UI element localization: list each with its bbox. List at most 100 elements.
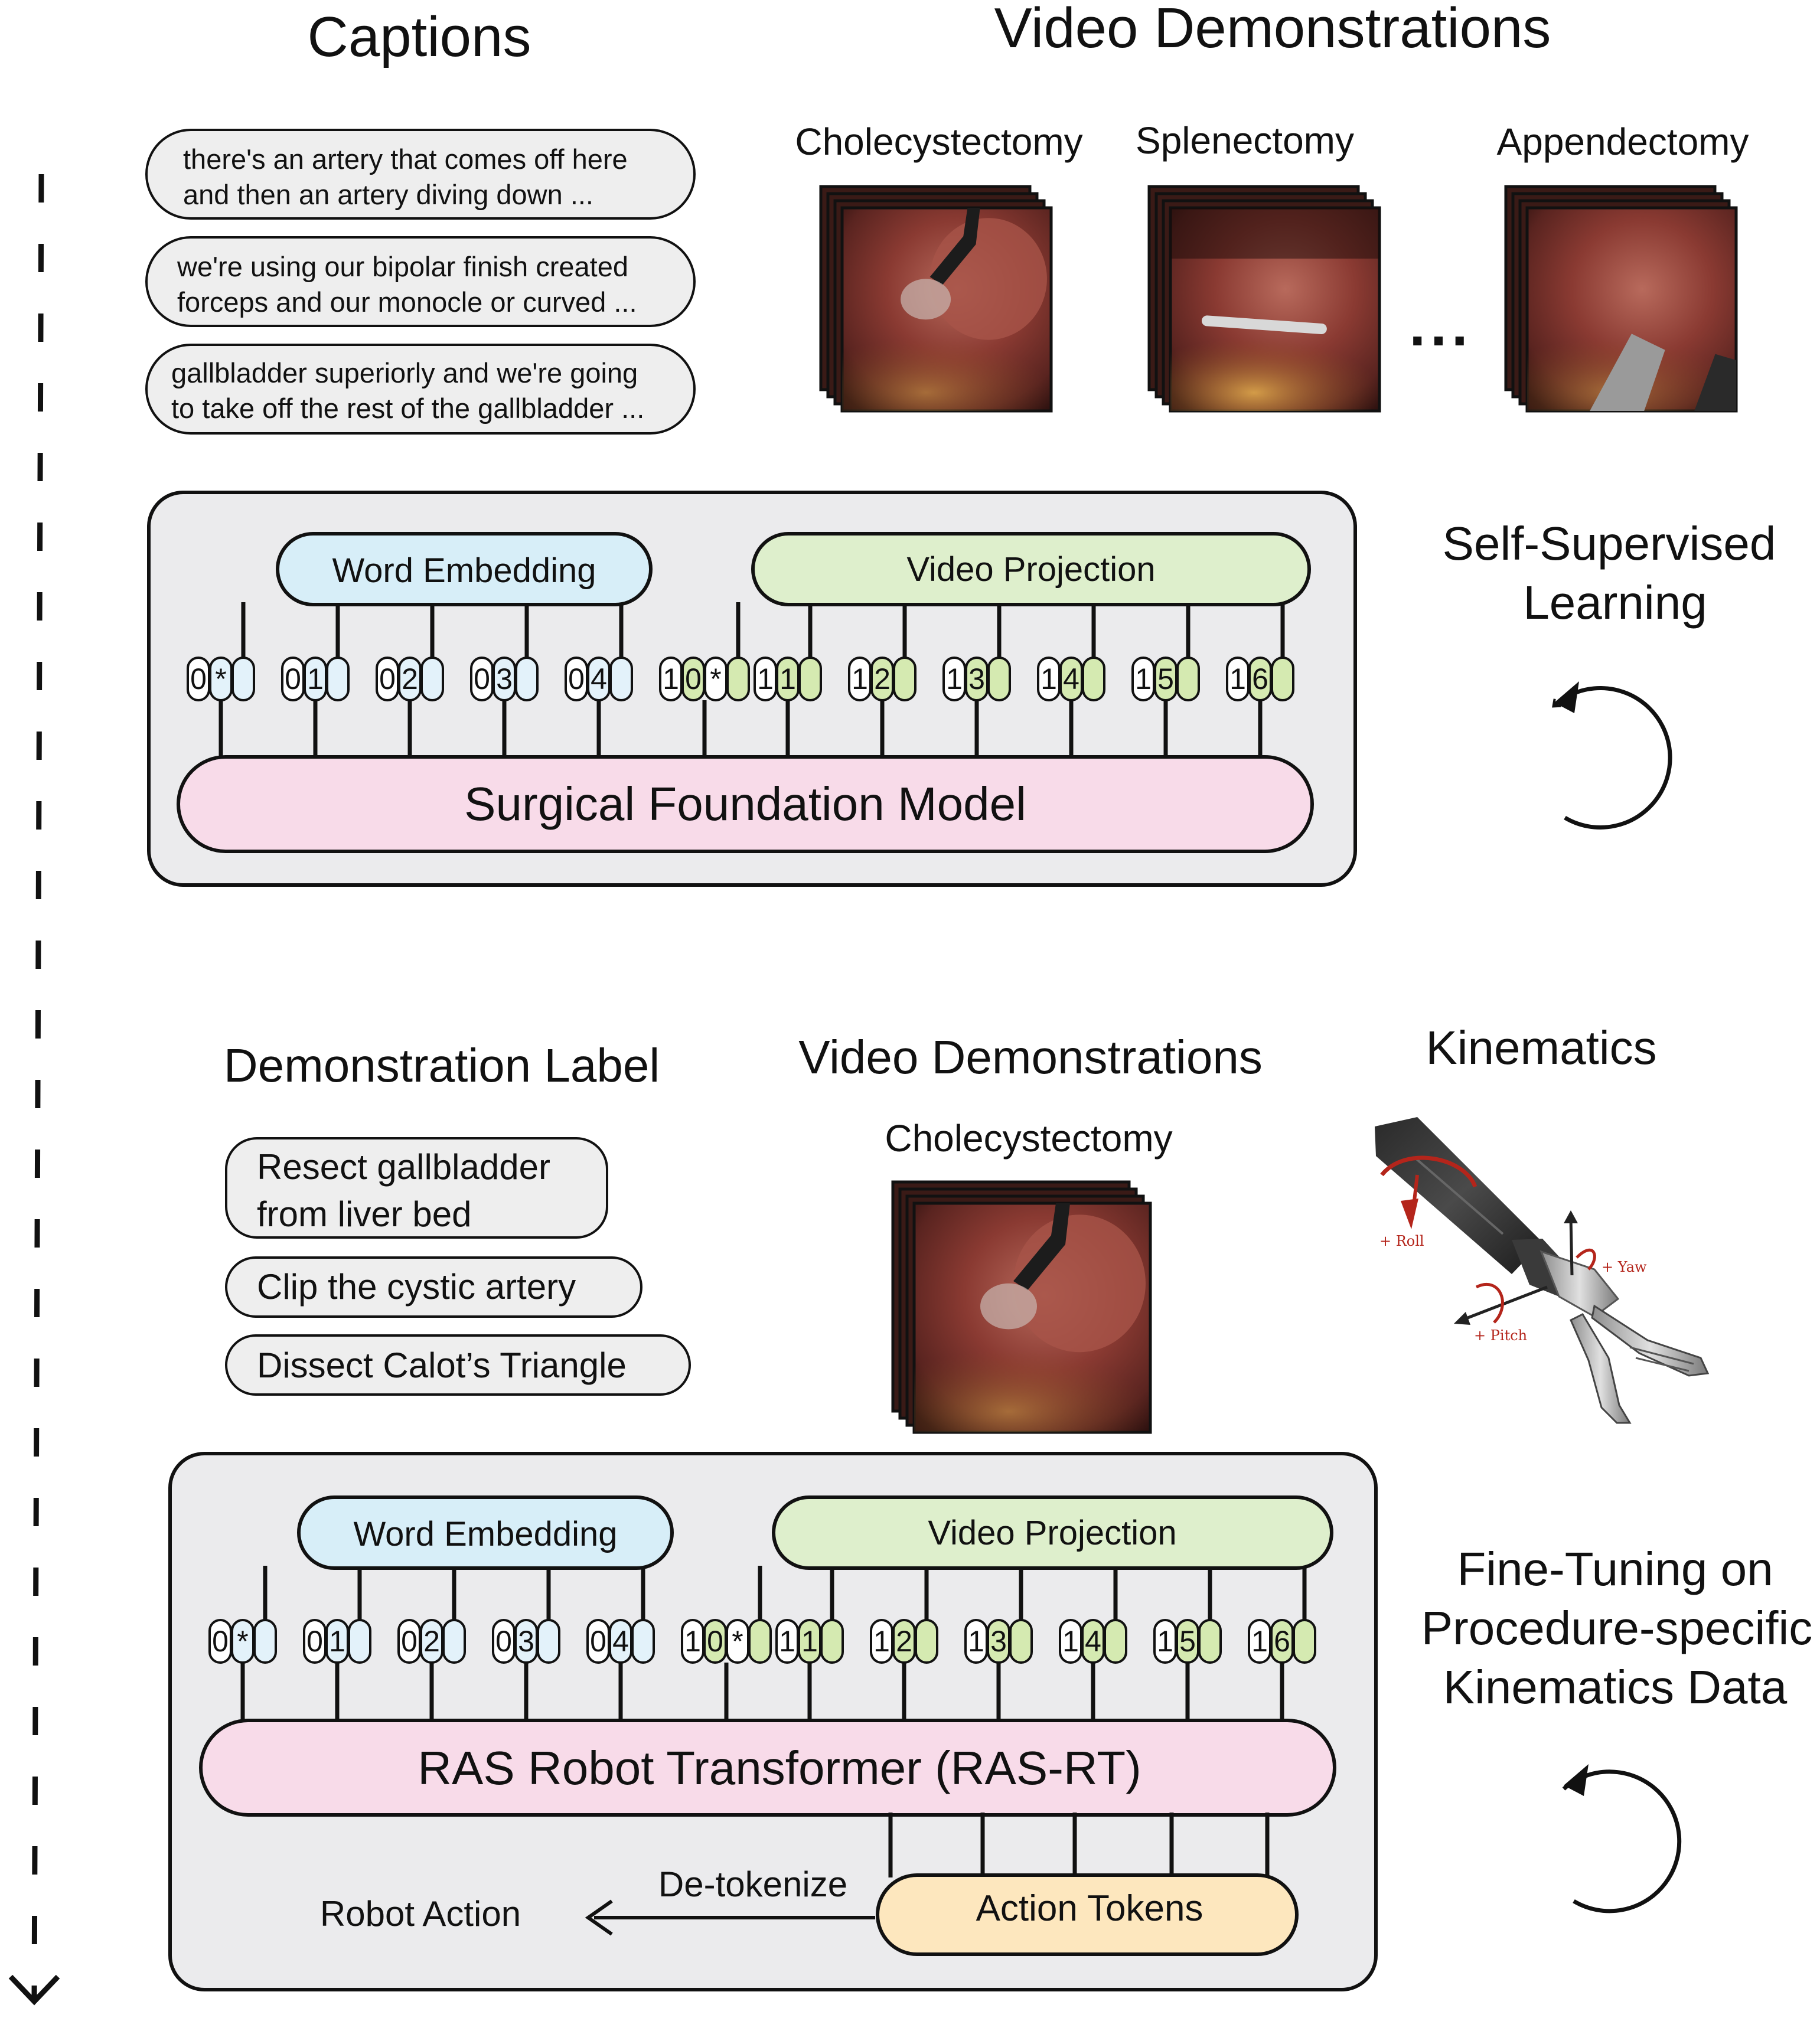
- procedure-label: Cholecystectomy: [795, 120, 1082, 163]
- token-char: 0: [685, 662, 702, 695]
- token-char: 3: [990, 1625, 1007, 1658]
- token-char: 1: [1041, 662, 1057, 695]
- token-char: 1: [1135, 662, 1152, 695]
- captions-title: Captions: [308, 5, 531, 68]
- video-projection-box: Video Projection: [772, 1495, 1333, 1570]
- connectors: [240, 1566, 1307, 1723]
- token-char: 1: [329, 1625, 345, 1658]
- token-char: 1: [852, 662, 868, 695]
- video-frames-appendectomy: [1504, 185, 1738, 413]
- video-projection-label: Video Projection: [906, 550, 1155, 589]
- word-embedding-label: Word Embedding: [332, 551, 596, 590]
- token-char: 5: [1157, 662, 1174, 695]
- more-videos-ellipsis: ...: [1409, 292, 1472, 358]
- caption-line: and then an artery diving down ...: [183, 179, 593, 210]
- video-frames-splenectomy: [1147, 185, 1381, 413]
- token-char: 6: [1274, 1625, 1290, 1658]
- word-embedding-box: Word Embedding: [297, 1495, 674, 1570]
- token-char: 0: [285, 662, 301, 695]
- token-char: 2: [896, 1625, 912, 1658]
- video-frames-cholecystectomy: [891, 1180, 1152, 1434]
- demonstration-label-bubble: Resect gallbladder from liver bed: [225, 1137, 608, 1239]
- demonstration-label-line: Clip the cystic artery: [257, 1267, 576, 1307]
- token-char: 1: [1157, 1625, 1173, 1658]
- pitch-label: + Pitch: [1474, 1327, 1527, 1344]
- action-token-connectors: [888, 1813, 1270, 1877]
- demonstration-label-line: Resect gallbladder: [257, 1147, 550, 1187]
- caption-bubble: there's an artery that comes off here an…: [145, 129, 696, 220]
- token-char: 6: [1252, 662, 1268, 695]
- token-char: 3: [496, 662, 513, 695]
- action-tokens-box: Action Tokens: [876, 1873, 1299, 1956]
- action-tokens-label: Action Tokens: [976, 1888, 1203, 1929]
- demonstration-label-line: Dissect Calot’s Triangle: [257, 1346, 627, 1385]
- video-frame: [1525, 206, 1738, 413]
- demonstration-label-bubble: Dissect Calot’s Triangle: [225, 1334, 691, 1396]
- timeline-arrow: [8, 174, 60, 2006]
- token-char: 1: [801, 1625, 818, 1658]
- token-char: 0: [495, 1625, 512, 1658]
- model-label: Surgical Foundation Model: [464, 778, 1026, 830]
- token-char: 2: [423, 1625, 440, 1658]
- kinematics-instrument-image: + Roll + Yaw + Pitch: [1375, 1116, 1718, 1435]
- robot-action-label: Robot Action: [320, 1894, 521, 1934]
- token-char: 2: [402, 662, 418, 695]
- token-char: 0: [568, 662, 585, 695]
- video-projection-label: Video Projection: [928, 1514, 1176, 1552]
- token-char: 1: [1229, 662, 1246, 695]
- token-char: 0: [306, 1625, 323, 1658]
- token: 0*: [187, 657, 255, 701]
- token-char: 1: [968, 1625, 984, 1658]
- yaw-label: + Yaw: [1602, 1259, 1647, 1275]
- token-char: 4: [1085, 1625, 1101, 1658]
- demonstration-label-title: Demonstration Label: [224, 1039, 660, 1092]
- token-char: 1: [873, 1625, 890, 1658]
- token-char: 1: [757, 662, 774, 695]
- token-char: 1: [1251, 1625, 1268, 1658]
- top-videos-title: Video Demonstrations: [994, 0, 1551, 60]
- ras-rt-model-box: RAS Robot Transformer (RAS-RT): [199, 1719, 1336, 1817]
- loop-arrow-icon: [1552, 686, 1672, 830]
- loop-arrow-head: [1564, 1764, 1589, 1796]
- kinematics-title: Kinematics: [1426, 1021, 1656, 1074]
- self-supervised-label: Self-Supervised: [1443, 517, 1776, 570]
- roll-label: + Roll: [1379, 1233, 1424, 1249]
- token-char: 1: [307, 662, 324, 695]
- video-frame: [1169, 206, 1381, 413]
- token-char: 1: [1062, 1625, 1079, 1658]
- token-char: 0: [379, 662, 396, 695]
- connectors: [218, 602, 1285, 759]
- token-char: *: [710, 662, 721, 695]
- detokenize-label: De-tokenize: [658, 1864, 847, 1904]
- fine-tuning-label: Fine-Tuning on: [1457, 1543, 1773, 1595]
- token-char: 1: [779, 1625, 795, 1658]
- loop-arrow-icon: [1562, 1769, 1682, 1913]
- caption-line: forceps and our monocle or curved ...: [177, 286, 637, 318]
- video-frames-cholecystectomy: [819, 185, 1053, 413]
- token-char: 5: [1179, 1625, 1196, 1658]
- token-char: 1: [779, 662, 796, 695]
- word-embedding-box: Word Embedding: [276, 532, 653, 606]
- token-char: *: [215, 662, 226, 695]
- token-char: 1: [684, 1625, 701, 1658]
- procedure-label: Cholecystectomy: [885, 1117, 1172, 1160]
- video-frame: [840, 206, 1053, 413]
- demonstration-label-bubble: Clip the cystic artery: [225, 1256, 642, 1318]
- word-embedding-label: Word Embedding: [353, 1515, 617, 1553]
- token-char: 0: [707, 1625, 723, 1658]
